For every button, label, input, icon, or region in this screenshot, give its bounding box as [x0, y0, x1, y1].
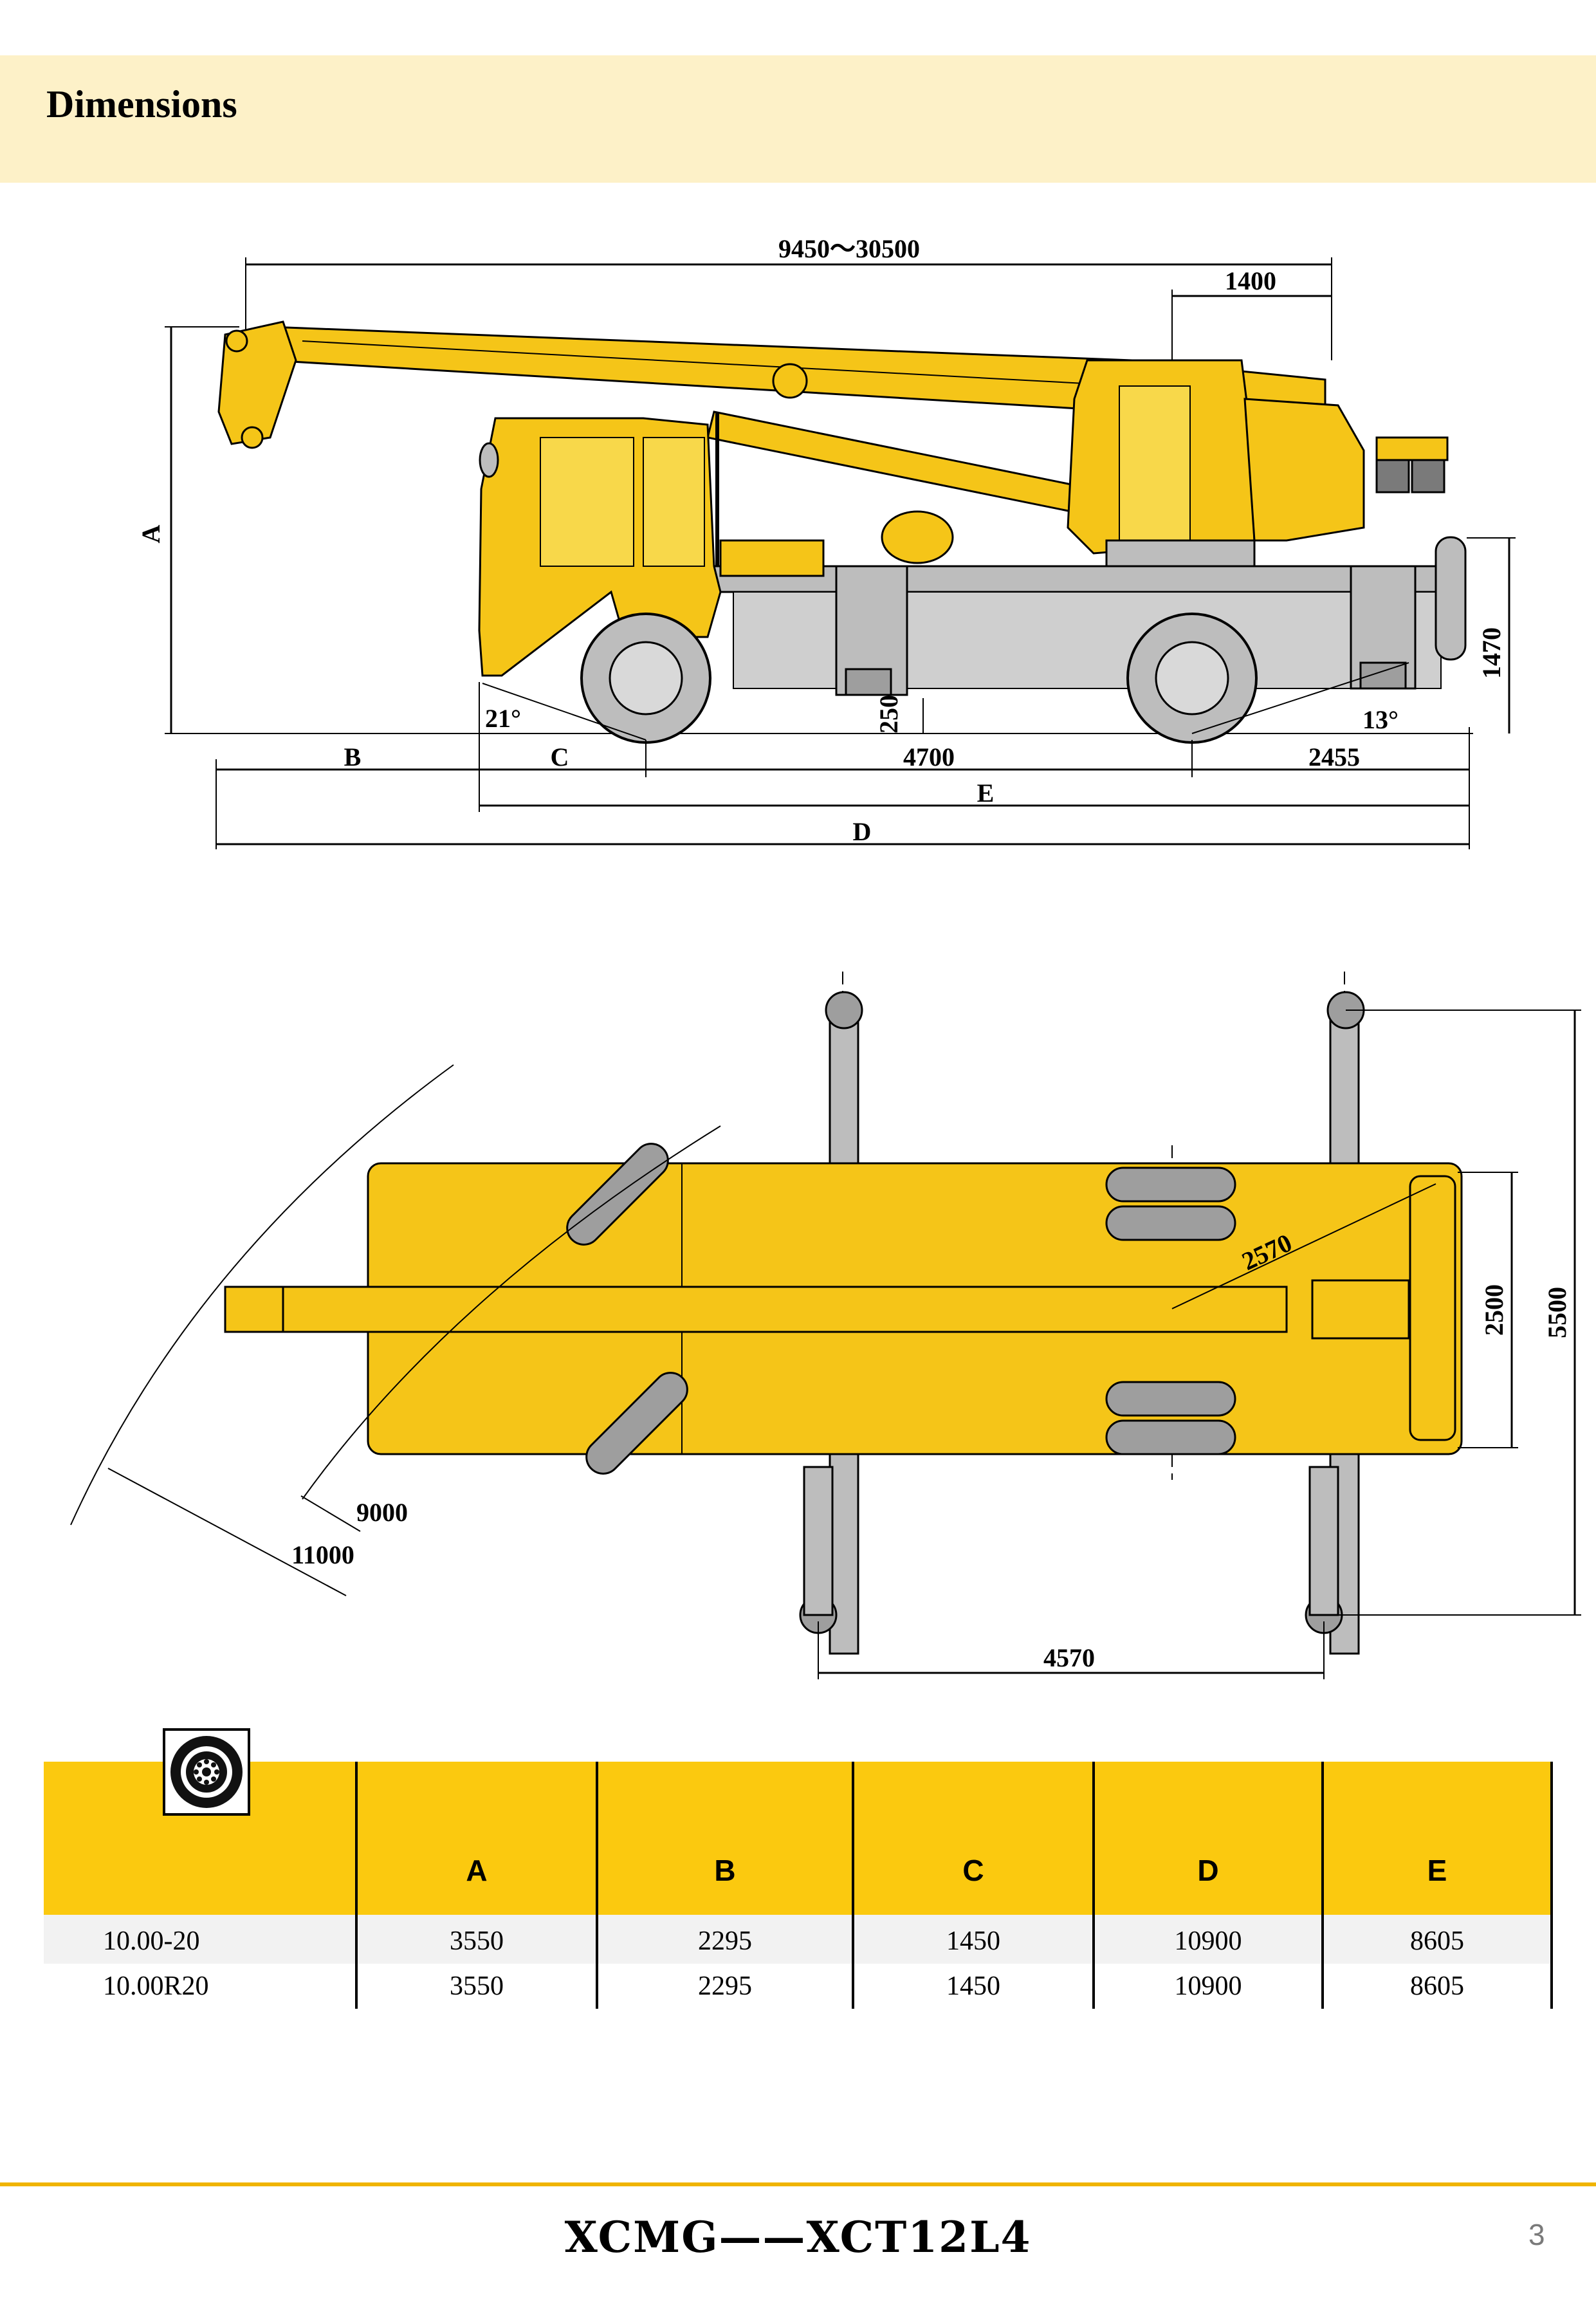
page-title: Dimensions: [46, 83, 237, 125]
dim-2455: 2455: [1308, 743, 1360, 771]
table-header-cell: E: [1321, 1762, 1553, 1915]
dim-C: C: [551, 743, 569, 771]
table-cell: 1450: [852, 1915, 1094, 1964]
dim-1470: 1470: [1477, 627, 1506, 679]
dim-13-degree: 13°: [1362, 705, 1399, 734]
table-cell: 10.00R20: [44, 1964, 356, 2009]
table-cell: 3550: [355, 1964, 597, 2009]
dim-9450-30500: 9450～30500: [778, 234, 920, 263]
table-header-row: A B C D E: [44, 1762, 1553, 1915]
table-header-cell: B: [596, 1762, 853, 1915]
spec-table: A B C D E 10.00-20 3550 2295 1450 10900 …: [44, 1762, 1553, 2009]
dim-250: 250: [874, 695, 903, 733]
dim-A: A: [136, 524, 165, 543]
dim-21-degree: 21°: [485, 704, 521, 733]
dim-E: E: [977, 779, 995, 807]
tire-icon: [163, 1728, 250, 1816]
footer-divider: [0, 2182, 1596, 2186]
table-row: 10.00-20 3550 2295 1450 10900 8605: [44, 1915, 1553, 1964]
table-cell: 2295: [596, 1915, 853, 1964]
dim-D: D: [853, 817, 872, 846]
dimension-drawings: 9450～30500 1400 A 1470 21° 250 13° B C 4…: [70, 234, 1581, 1679]
header-band: [0, 55, 1596, 183]
table-header-cell: A: [355, 1762, 597, 1915]
footer-brand: XCMG——XCT12L4: [564, 2212, 1032, 2262]
table-cell: 10.00-20: [44, 1915, 356, 1964]
table-header-cell: D: [1092, 1762, 1323, 1915]
table-cell: 8605: [1321, 1964, 1553, 2009]
top-view-drawing: [70, 972, 1581, 1679]
dim-11000: 11000: [291, 1540, 354, 1569]
table-cell: 10900: [1092, 1915, 1323, 1964]
side-view-drawing: [165, 257, 1516, 849]
table-row: 10.00R20 3550 2295 1450 10900 8605: [44, 1964, 1553, 2009]
dim-4700: 4700: [903, 743, 955, 771]
dimension-table: A B C D E 10.00-20 3550 2295 1450 10900 …: [44, 1762, 1553, 2009]
side-view-labels: 9450～30500 1400 A 1470 21° 250 13° B C 4…: [136, 234, 1506, 846]
dim-B: B: [344, 743, 362, 771]
table-cell: 2295: [596, 1964, 853, 2009]
table-cell: 10900: [1092, 1964, 1323, 2009]
table-header-cell: C: [852, 1762, 1094, 1915]
dim-1400: 1400: [1225, 266, 1276, 295]
dim-4570: 4570: [1043, 1643, 1095, 1672]
table-cell: 1450: [852, 1964, 1094, 2009]
top-view-labels: 2570 2500 5500 9000 11000 4570: [291, 1228, 1572, 1672]
dim-5500: 5500: [1543, 1287, 1572, 1338]
page-number: 3: [1528, 2218, 1545, 2251]
dim-2500: 2500: [1480, 1284, 1509, 1336]
dim-9000: 9000: [356, 1498, 408, 1527]
table-cell: 8605: [1321, 1915, 1553, 1964]
table-cell: 3550: [355, 1915, 597, 1964]
